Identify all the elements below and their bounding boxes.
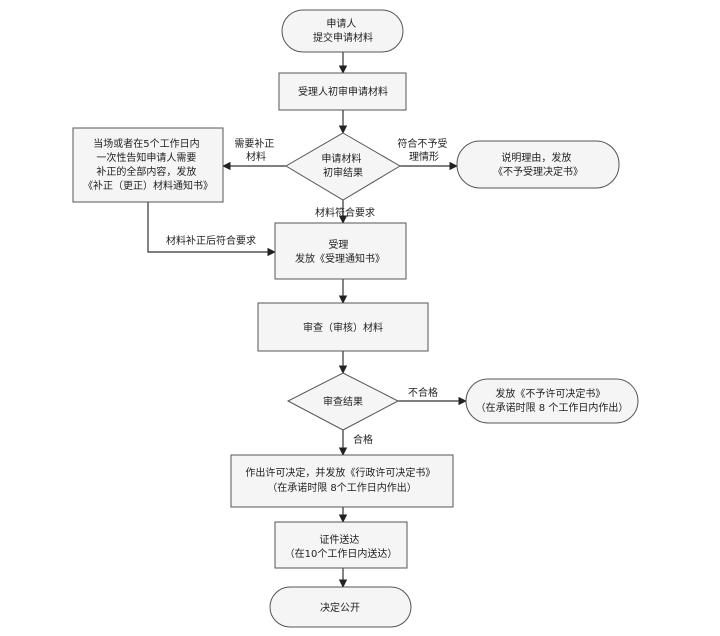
edge-label-not-acceptable: 符合不予受 理情形 bbox=[397, 137, 450, 163]
nodes bbox=[72, 9, 639, 628]
node-applicant-line-2: 提交申请材料 bbox=[313, 31, 373, 44]
node-correction-notice-line-2: 一次性告知申请人需要 bbox=[96, 151, 196, 164]
node-reject-notice-text: 说明理由，发放 《不予受理决定书》 bbox=[493, 151, 583, 178]
node-correction-notice-line-3: 补正的全部内容，发放 bbox=[96, 165, 196, 178]
node-preliminary-review-text: 受理人初审申请材料 bbox=[298, 85, 388, 98]
node-applicant-text: 申请人 提交申请材料 bbox=[313, 17, 373, 44]
node-accept-line-1: 受理 bbox=[328, 239, 348, 251]
node-publish bbox=[269, 586, 412, 628]
node-deny-permit-line-2: （在承诺时限 8 个工作日内作出） bbox=[476, 401, 629, 414]
node-preliminary-result-line-1: 申请材料 bbox=[321, 152, 361, 165]
edge-labels: 需要补正 材料 符合不予受 理情形 材料符合要求 材料补正后符合要求 不合格 合… bbox=[166, 137, 450, 446]
node-delivery-line-1: 证件送达 bbox=[319, 533, 359, 546]
edges bbox=[147, 52, 467, 588]
node-applicant bbox=[281, 9, 404, 53]
node-reject-notice-line-1: 说明理由，发放 bbox=[501, 151, 571, 164]
node-preliminary-result-text: 申请材料 初审结果 bbox=[321, 152, 364, 179]
edge-label-not-acceptable-line-1: 符合不予受 bbox=[397, 137, 447, 150]
node-review-result bbox=[286, 372, 400, 431]
node-review bbox=[257, 302, 429, 352]
edge-correction-to-accept bbox=[147, 202, 276, 257]
edge-label-needs-correction-line-1: 需要补正 bbox=[234, 137, 274, 150]
node-grant-permit bbox=[230, 454, 454, 508]
node-delivery bbox=[274, 521, 408, 569]
edge-label-unqualified: 不合格 bbox=[408, 386, 438, 399]
node-correction-notice bbox=[72, 127, 224, 203]
node-review-result-text: 审查结果 bbox=[323, 395, 363, 408]
node-accept-text: 受理 发放《受理通知书》 bbox=[295, 239, 385, 265]
node-review-text: 审查（审核）材料 bbox=[303, 321, 383, 334]
node-applicant-line-1: 申请人 bbox=[326, 17, 356, 30]
node-grant-permit-line-2: （在承诺时限 8个工作日内作出） bbox=[267, 481, 417, 494]
edge-label-not-acceptable-line-2: 理情形 bbox=[409, 150, 439, 163]
node-correction-notice-line-4: 《补正（更正）材料通知书》 bbox=[83, 179, 213, 192]
node-deny-permit-line-1: 发放《不予许可决定书》 bbox=[495, 387, 605, 400]
node-review-line-1: 审查（审核）材料 bbox=[303, 321, 383, 334]
node-publish-line-1: 决定公开 bbox=[320, 601, 360, 614]
node-grant-permit-line-1: 作出许可决定，并发放《行政许可决定书》 bbox=[245, 466, 435, 479]
node-preliminary-review bbox=[278, 72, 407, 111]
node-deny-permit-text: 发放《不予许可决定书》 （在承诺时限 8 个工作日内作出） bbox=[476, 387, 629, 414]
node-grant-permit-text: 作出许可决定，并发放《行政许可决定书》 （在承诺时限 8个工作日内作出） bbox=[245, 466, 438, 494]
edge-label-corrected-meets: 材料补正后符合要求 bbox=[166, 234, 256, 247]
node-correction-notice-text: 当场或者在5个工作日内 一次性告知申请人需要 补正的全部内容，发放 《补正（更正… bbox=[83, 137, 213, 192]
node-preliminary-review-line-1: 受理人初审申请材料 bbox=[298, 85, 388, 98]
node-preliminary-result bbox=[285, 132, 401, 201]
edge-label-meets-requirements: 材料符合要求 bbox=[315, 206, 375, 219]
edge-label-needs-correction-line-2: 材料 bbox=[246, 150, 266, 163]
node-reject-notice bbox=[456, 140, 620, 189]
node-accept-line-2: 发放《受理通知书》 bbox=[295, 252, 385, 265]
edge-label-needs-correction: 需要补正 材料 bbox=[234, 137, 277, 163]
node-delivery-text: 证件送达 （在10个工作日内送达） bbox=[285, 533, 398, 560]
node-reject-notice-line-2: 《不予受理决定书》 bbox=[493, 165, 583, 178]
node-publish-text: 决定公开 bbox=[320, 601, 360, 614]
node-deny-permit bbox=[465, 378, 639, 424]
node-review-result-line-1: 审查结果 bbox=[323, 395, 363, 408]
node-correction-notice-line-1: 当场或者在5个工作日内 bbox=[93, 137, 199, 150]
node-labels: 申请人 提交申请材料 受理人初审申请材料 申请材料 初审结果 当场或者在5个工作… bbox=[83, 17, 628, 614]
edge-label-qualified: 合格 bbox=[353, 433, 373, 446]
node-delivery-line-2: （在10个工作日内送达） bbox=[285, 547, 398, 560]
node-accept bbox=[274, 222, 407, 280]
node-preliminary-result-line-2: 初审结果 bbox=[323, 166, 363, 179]
